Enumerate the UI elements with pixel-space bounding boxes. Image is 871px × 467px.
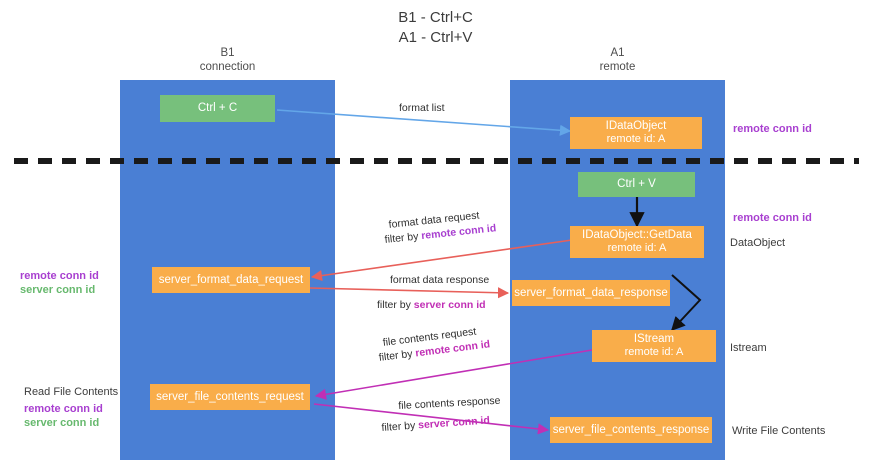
node-ctrl-v[interactable]: Ctrl + V [578, 172, 695, 197]
node-server-format-data-request-label: server_format_data_request [158, 273, 304, 286]
node-server-format-data-request[interactable]: server_format_data_request [152, 267, 310, 293]
edge-label-file-contents-response-filter-prefix: filter by [381, 419, 419, 434]
node-idataobject-top-label: IDataObject [605, 120, 667, 132]
node-server-format-data-response-label: server_format_data_response [514, 286, 668, 299]
edge-label-format-list: format list [399, 102, 445, 114]
annotation-read-file-contents: Read File Contents [24, 386, 119, 398]
annotation-remote-conn-id-mid: remote conn id [733, 212, 812, 224]
lane-header-b1-subtitle: connection [199, 61, 256, 73]
edge-label-format-data-response-filter-prefix: filter by [377, 299, 414, 311]
node-server-file-contents-response[interactable]: server_file_contents_response [550, 417, 712, 443]
node-server-file-contents-request[interactable]: server_file_contents_request [150, 384, 310, 410]
node-idataobject-getdata[interactable]: IDataObject::GetData remote id: A [570, 226, 704, 258]
node-istream-remote-id: remote id: A [624, 346, 684, 358]
annotation-istream: Istream [730, 342, 767, 354]
lane-header-a1-title: A1 [610, 47, 625, 59]
node-server-file-contents-response-label: server_file_contents_response [552, 423, 710, 436]
page-title: B1 - Ctrl+C A1 - Ctrl+V [0, 8, 871, 48]
edge-label-file-contents-response-filter-key: server conn id [417, 414, 491, 432]
page-title-line-1: B1 - Ctrl+C [398, 9, 473, 26]
node-ctrl-c[interactable]: Ctrl + C [160, 95, 275, 122]
node-ctrl-c-label: Ctrl + C [197, 102, 238, 114]
lane-header-b1-title: B1 [220, 47, 235, 59]
node-ctrl-v-label: Ctrl + V [617, 178, 656, 190]
annotation-left-remote-conn-id-mid: remote conn id [20, 270, 99, 282]
edge-label-file-contents-response-filter: filter by server conn id [381, 413, 490, 435]
lane-header-a1-subtitle: remote [599, 61, 636, 73]
node-idataobject-top-remote-id: remote id: A [606, 133, 666, 145]
edge-label-file-contents-response: file contents response [398, 394, 501, 412]
node-server-file-contents-request-label: server_file_contents_request [156, 390, 304, 403]
annotation-left-server-conn-id-bottom: server conn id [24, 417, 100, 429]
node-server-format-data-response[interactable]: server_format_data_response [512, 280, 670, 306]
edge-label-format-data-request-filter-prefix: filter by [384, 230, 422, 246]
phase-divider [14, 158, 859, 164]
node-idataobject-getdata-remote-id: remote id: A [607, 242, 667, 254]
lane-header-b1: B1 connection [120, 46, 335, 74]
edge-label-file-contents-request-filter-prefix: filter by [378, 347, 417, 364]
edge-label-format-data-response-filter: filter by server conn id [377, 298, 486, 312]
node-istream[interactable]: IStream remote id: A [592, 330, 716, 362]
edge-label-format-data-response-filter-key: server conn id [413, 299, 486, 311]
node-idataobject-getdata-label: IDataObject::GetData [582, 229, 692, 241]
annotation-left-remote-conn-id-bottom: remote conn id [24, 403, 103, 415]
annotation-remote-conn-id-top: remote conn id [733, 123, 812, 135]
lane-header-a1: A1 remote [510, 46, 725, 74]
node-idataobject-top[interactable]: IDataObject remote id: A [570, 117, 702, 149]
arrow-format-data-response [309, 287, 510, 299]
edge-label-format-data-response: format data response [390, 274, 490, 286]
page-title-line-2: A1 - Ctrl+V [398, 29, 473, 46]
annotation-write-file-contents: Write File Contents [732, 425, 826, 437]
annotation-dataobject: DataObject [730, 237, 786, 249]
annotation-left-server-conn-id-mid: server conn id [20, 284, 96, 296]
node-istream-label: IStream [633, 333, 675, 345]
